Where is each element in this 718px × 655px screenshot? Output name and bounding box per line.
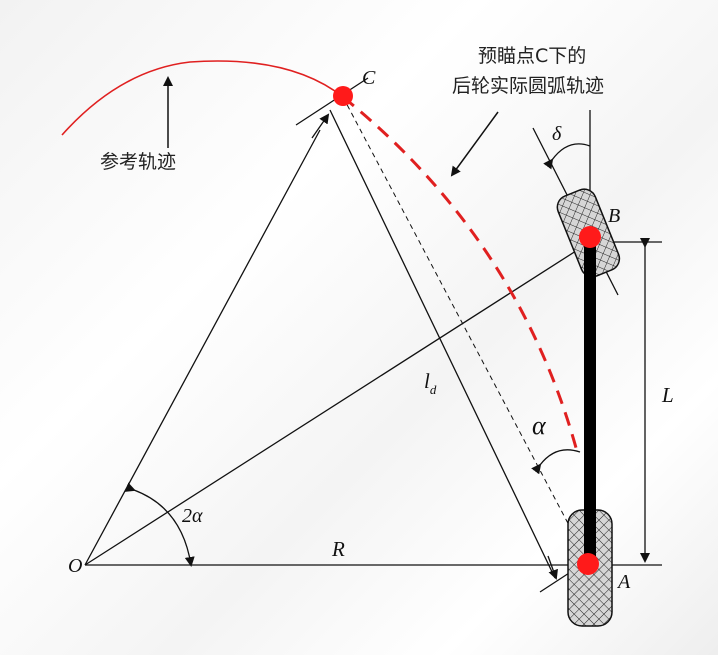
label-two-alpha: 2α bbox=[182, 505, 203, 527]
line-O-to-C bbox=[84, 129, 321, 566]
label-lookahead-sub: d bbox=[430, 382, 437, 397]
rear-wheel-arc-path bbox=[342, 95, 580, 456]
label-delta: δ bbox=[552, 123, 562, 145]
alpha-angle-arc bbox=[531, 449, 581, 475]
line-C-to-A bbox=[329, 109, 556, 579]
label-C: C bbox=[362, 67, 376, 89]
label-A: A bbox=[616, 571, 631, 593]
line-O-to-B bbox=[84, 241, 591, 566]
label-B: B bbox=[608, 205, 620, 227]
arc-label-line2: 后轮实际圆弧轨迹 bbox=[452, 75, 604, 97]
label-O: O bbox=[68, 555, 82, 577]
reference-path-curve bbox=[61, 60, 344, 136]
point-C-marker bbox=[333, 86, 353, 106]
arc-label-line1: 预瞄点C下的 bbox=[478, 45, 586, 67]
arc-label-arrow bbox=[450, 111, 499, 177]
label-lookahead-main: l bbox=[424, 369, 430, 393]
point-B-marker bbox=[579, 226, 601, 248]
delta-angle-arc bbox=[543, 143, 591, 170]
lookahead-chord bbox=[342, 96, 591, 566]
label-alpha: α bbox=[532, 411, 547, 440]
two-alpha-angle-arc bbox=[124, 482, 195, 567]
point-A-marker bbox=[577, 553, 599, 575]
label-lookahead: ld bbox=[424, 369, 437, 397]
tangent-arrow-at-C bbox=[311, 113, 330, 139]
label-R: R bbox=[331, 537, 345, 561]
tangent-arrow-at-A bbox=[547, 555, 558, 580]
tangent-at-C bbox=[295, 77, 369, 126]
reference-path-label: 参考轨迹 bbox=[100, 151, 176, 173]
label-L: L bbox=[661, 383, 674, 407]
